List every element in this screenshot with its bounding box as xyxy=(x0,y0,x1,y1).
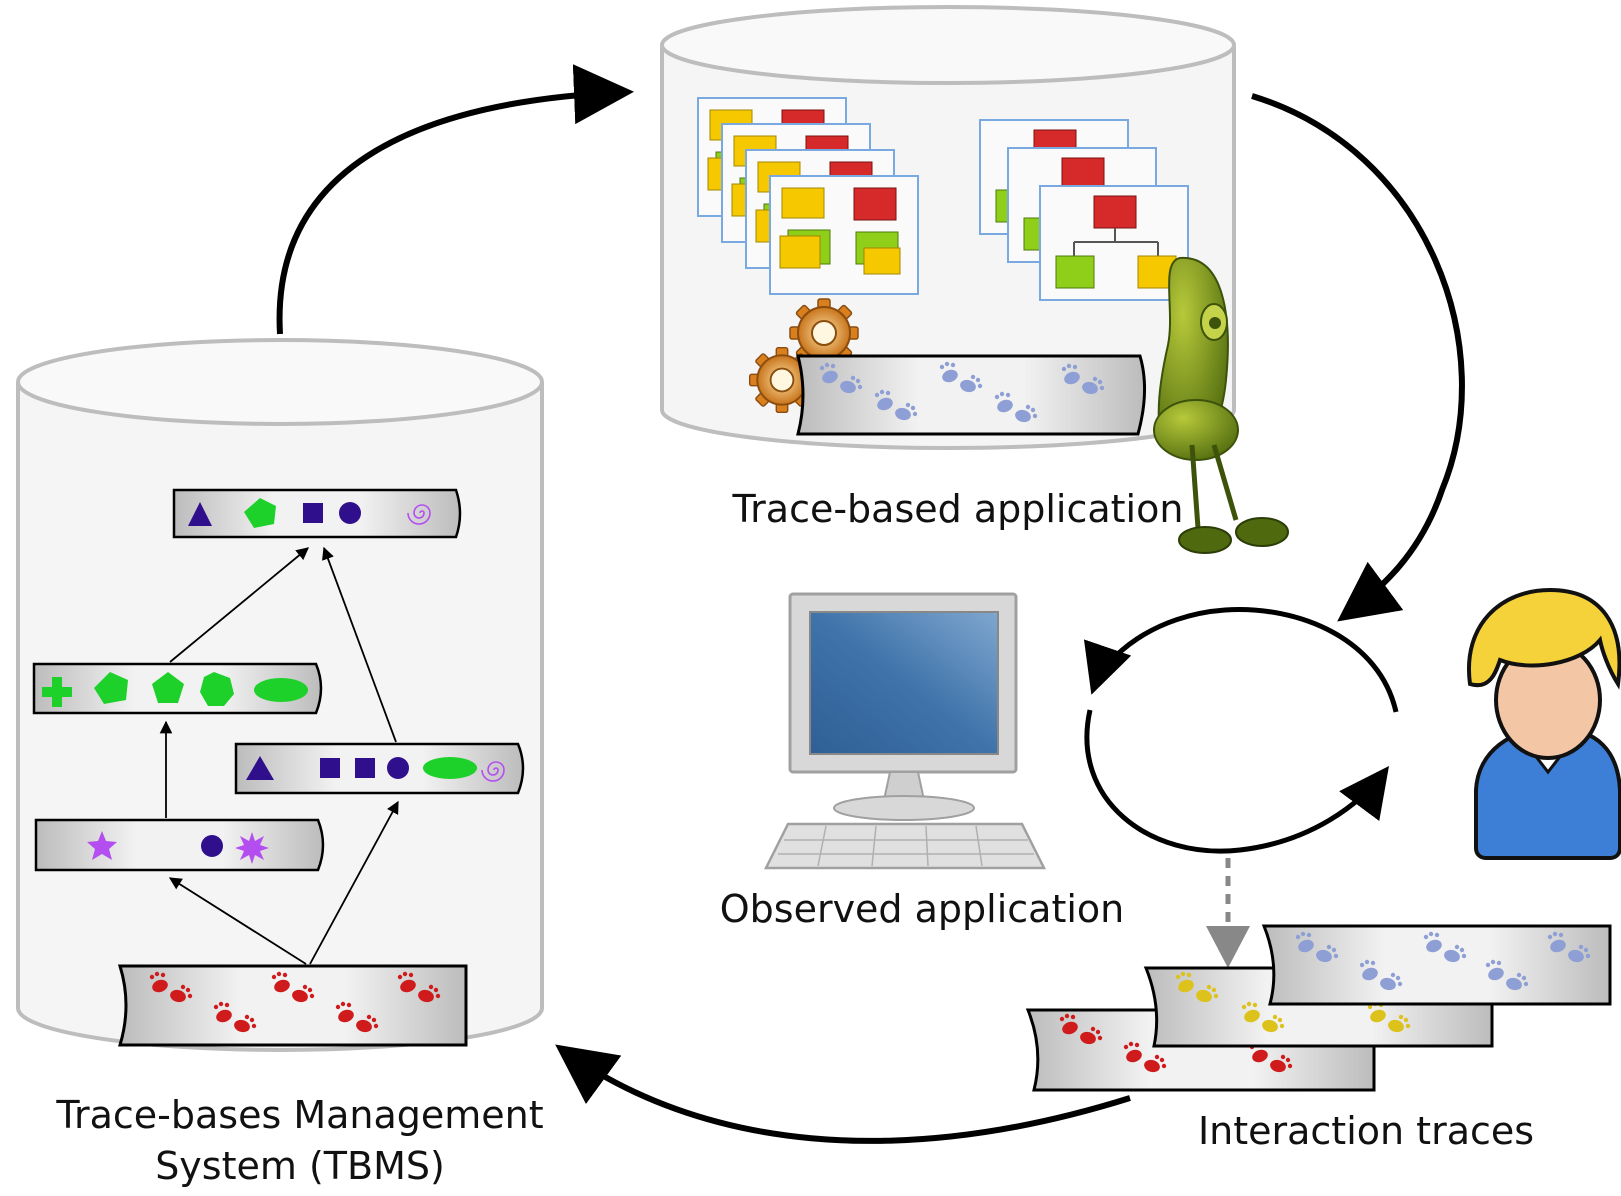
cycle-arrows xyxy=(276,64,1465,1144)
transformation-arrows xyxy=(159,546,399,965)
transformed-trace-top xyxy=(172,488,462,539)
user-icon xyxy=(1466,587,1621,860)
transformed-trace-green xyxy=(32,662,323,715)
monitor-icon xyxy=(763,592,1047,870)
observed-application-label: Observed application xyxy=(719,887,1125,931)
transformed-trace-purple xyxy=(34,818,325,872)
tbms-label-line2: System (TBMS) xyxy=(155,1144,445,1188)
capture-dashed-arrow xyxy=(1206,858,1250,968)
interaction-loop-arrows xyxy=(1083,607,1399,854)
transformed-trace-mixed xyxy=(234,742,525,795)
trace-based-application-label: Trace-based application xyxy=(732,487,1184,531)
app-trace-strip xyxy=(796,354,1147,436)
robot-icon xyxy=(1153,256,1289,554)
primary-trace-strip xyxy=(117,964,468,1047)
interaction-traces-label: Interaction traces xyxy=(1197,1109,1535,1153)
tbms-cylinder xyxy=(16,338,544,1052)
tbms-label-line1: Trace-bases Management xyxy=(56,1093,544,1137)
interaction-trace-blue xyxy=(1261,924,1612,1006)
